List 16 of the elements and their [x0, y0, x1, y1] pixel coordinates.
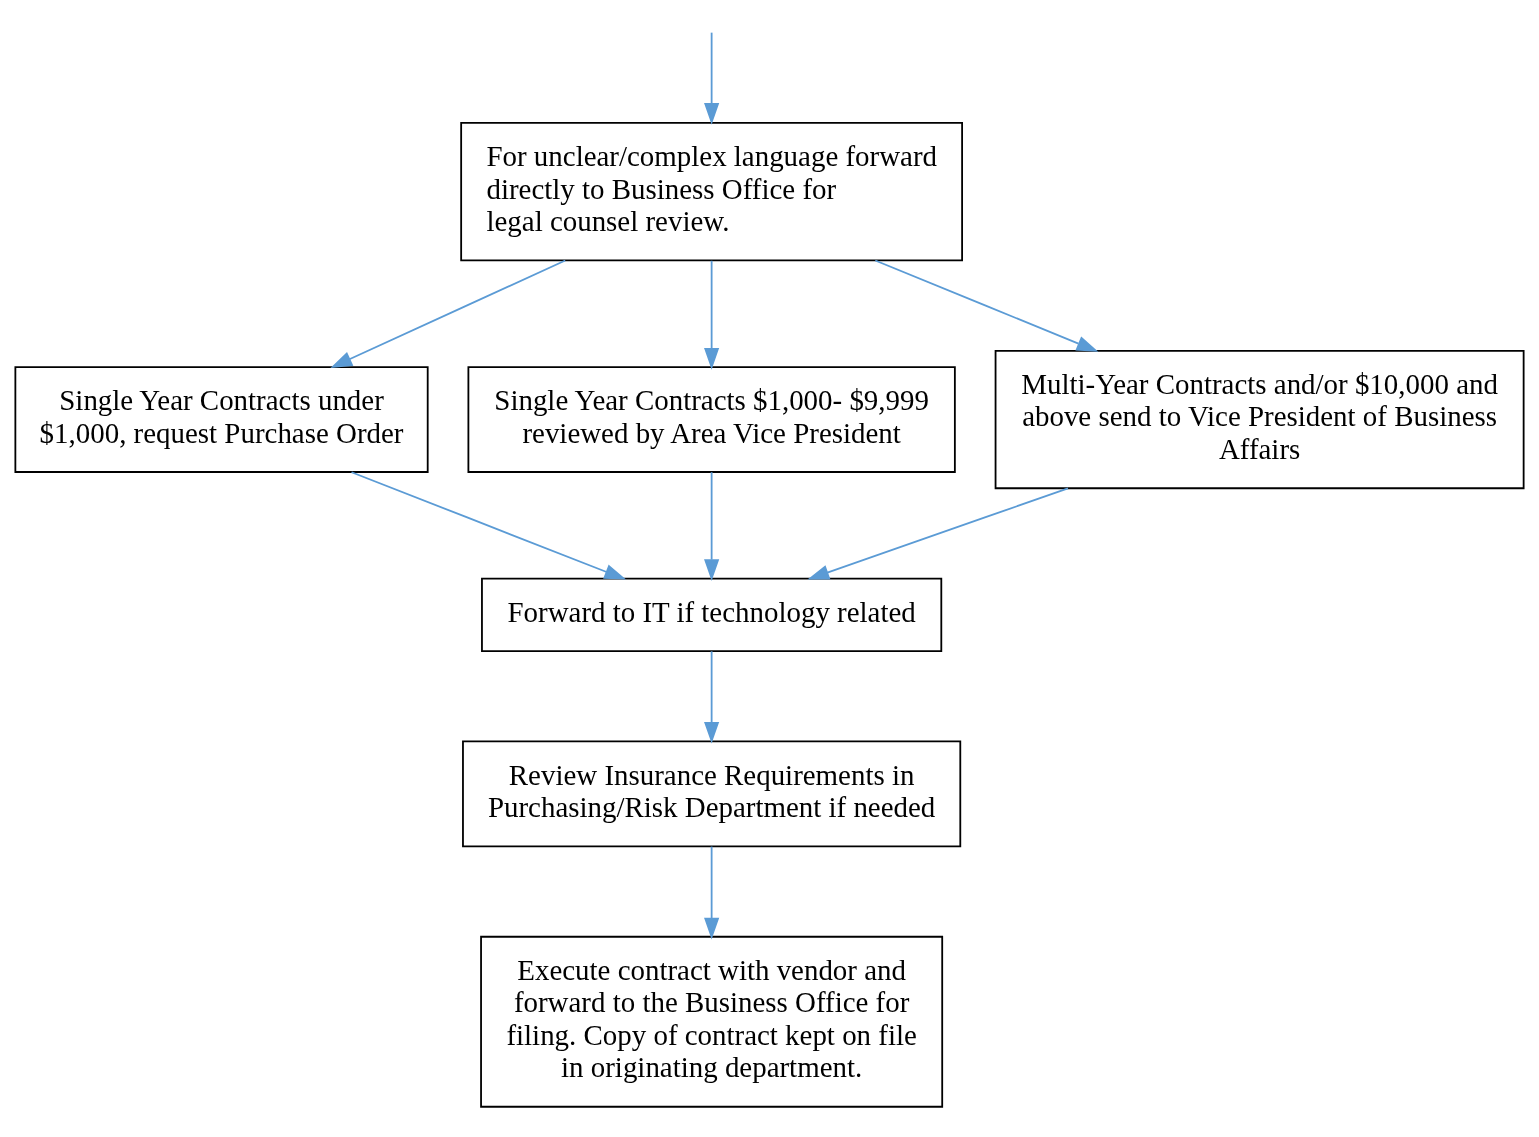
arrow	[704, 649, 720, 744]
arrow	[704, 470, 720, 581]
arrow	[350, 470, 627, 580]
node-box: Multi-Year Contracts and/or $10,000 and above send to Vice President of Business Affairs	[994, 349, 1525, 489]
node-box: Single Year Contracts under $1,000, request Purchase Order	[14, 365, 429, 473]
node-box: Forward to IT if technology related	[481, 577, 943, 652]
node-box: For unclear/complex language forward directly to Business Office for legal counsel review.	[460, 121, 963, 261]
node-box: Review Insurance Requirements in Purchasing/Risk Department if needed	[462, 740, 962, 847]
arrow	[704, 845, 720, 939]
arrow	[807, 487, 1069, 580]
arrow	[874, 259, 1099, 352]
node-box: Execute contract with vendor and forward to the Business Office for filing. Copy of contract kept on file in originating department.	[480, 935, 944, 1108]
arrow	[704, 31, 720, 125]
arrow	[704, 259, 720, 370]
arrow	[330, 259, 567, 368]
node-box: Single Year Contracts $1,000- $9,999 reviewed by Area Vice President	[467, 365, 956, 473]
